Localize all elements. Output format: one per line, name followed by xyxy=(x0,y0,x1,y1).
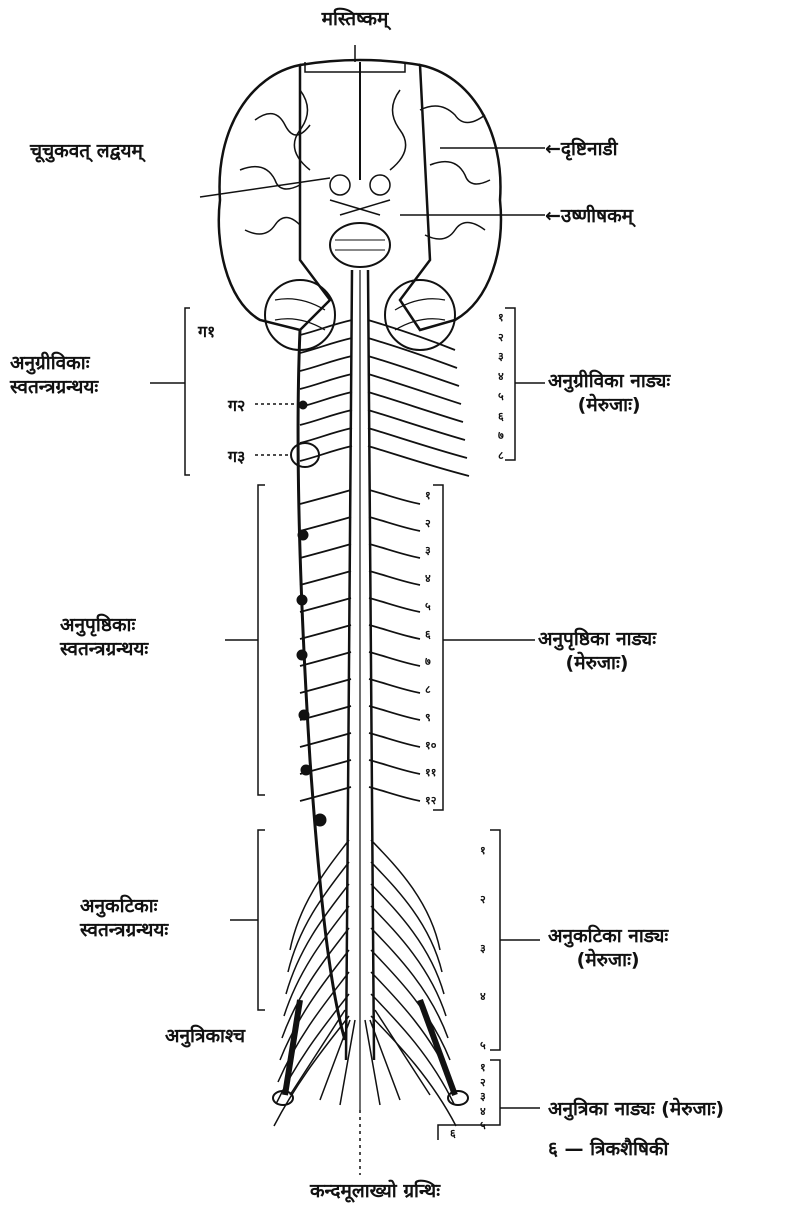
thoracic-number-10: १० xyxy=(425,740,436,751)
cervical-ganglia-label: अनुग्रीविकाः स्वतन्त्रग्रन्थयः xyxy=(10,352,98,400)
thoracic-number-5: ५ xyxy=(425,601,431,612)
lumbar-ganglia-label: अनुकटिकाः स्वतन्त्रग्रन्थयः xyxy=(80,895,168,943)
cervical-number-8: ८ xyxy=(498,450,504,461)
mammillary-bodies-label: चूचुकवत् लद्वयम् xyxy=(30,140,143,164)
pons-label: ←उष्णीषकम् xyxy=(545,205,633,229)
lumbar-number-1: १ xyxy=(480,845,486,856)
thoracic-number-1: १ xyxy=(425,490,431,501)
lumbar-number-3: ३ xyxy=(480,943,486,954)
ganglion-mark-2: ग२ xyxy=(228,394,245,416)
thoracic-number-12: १२ xyxy=(425,795,436,806)
sacral-number-1: १ xyxy=(480,1062,486,1073)
thoracic-number-3: ३ xyxy=(425,545,431,556)
cervical-nerves-label: अनुग्रीविका नाड्यः (मेरुजाः) xyxy=(548,370,670,418)
sacral-number-5: ५ xyxy=(480,1120,486,1131)
thoracic-number-6: ६ xyxy=(425,629,431,640)
cervical-number-1: १ xyxy=(498,312,504,323)
thoracic-number-9: ९ xyxy=(425,712,431,723)
lumbar-nerves-label: अनुकटिका नाड्यः (मेरुजाः) xyxy=(548,925,668,973)
sacral-number-4: ४ xyxy=(480,1106,486,1117)
thoracic-ganglia-label: अनुपृष्ठिकाः स्वतन्त्रग्रन्थयः xyxy=(60,614,148,662)
ganglion-mark-1: ग१ xyxy=(198,320,215,342)
lumbar-number-4: ४ xyxy=(480,991,486,1002)
sacral-plexus-label: अनुत्रिकाश्च xyxy=(165,1025,245,1049)
sacral-number-2: २ xyxy=(480,1077,486,1088)
lumbar-number-2: २ xyxy=(480,894,486,905)
sympathetic-chain xyxy=(291,330,345,1040)
thoracic-nerves-label: अनुपृष्ठिका नाड्यः (मेरुजाः) xyxy=(538,628,656,676)
thoracic-number-7: ७ xyxy=(425,656,431,667)
thoracic-number-11: ११ xyxy=(425,767,436,778)
filum-terminale-label: कन्दमूलाख्यो ग्रन्थिः xyxy=(275,1180,475,1204)
brain-label: मस्तिष्कम् xyxy=(300,8,410,32)
lumbar-number-5: ५ xyxy=(480,1040,486,1051)
cervical-number-7: ७ xyxy=(498,430,504,441)
cervical-number-4: ४ xyxy=(498,371,504,382)
coccygeal-label: ६ — त्रिकशैषिकी xyxy=(548,1138,668,1162)
thoracic-number-8: ८ xyxy=(425,684,431,695)
sacral-number-3: ३ xyxy=(480,1091,486,1102)
cervical-number-6: ६ xyxy=(498,411,504,422)
optic-nerve-label: ←दृष्टिनाडी xyxy=(545,138,618,162)
coccygeal-number: ६ xyxy=(450,1128,456,1139)
ganglion-mark-3: ग३ xyxy=(228,445,245,467)
thoracic-number-2: २ xyxy=(425,518,431,529)
thoracic-number-4: ४ xyxy=(425,573,431,584)
cervical-number-3: ३ xyxy=(498,351,504,362)
cervical-number-5: ५ xyxy=(498,391,504,402)
cervical-number-2: २ xyxy=(498,332,504,343)
sacral-nerves-label: अनुत्रिका नाड्यः (मेरुजाः) xyxy=(548,1098,724,1122)
